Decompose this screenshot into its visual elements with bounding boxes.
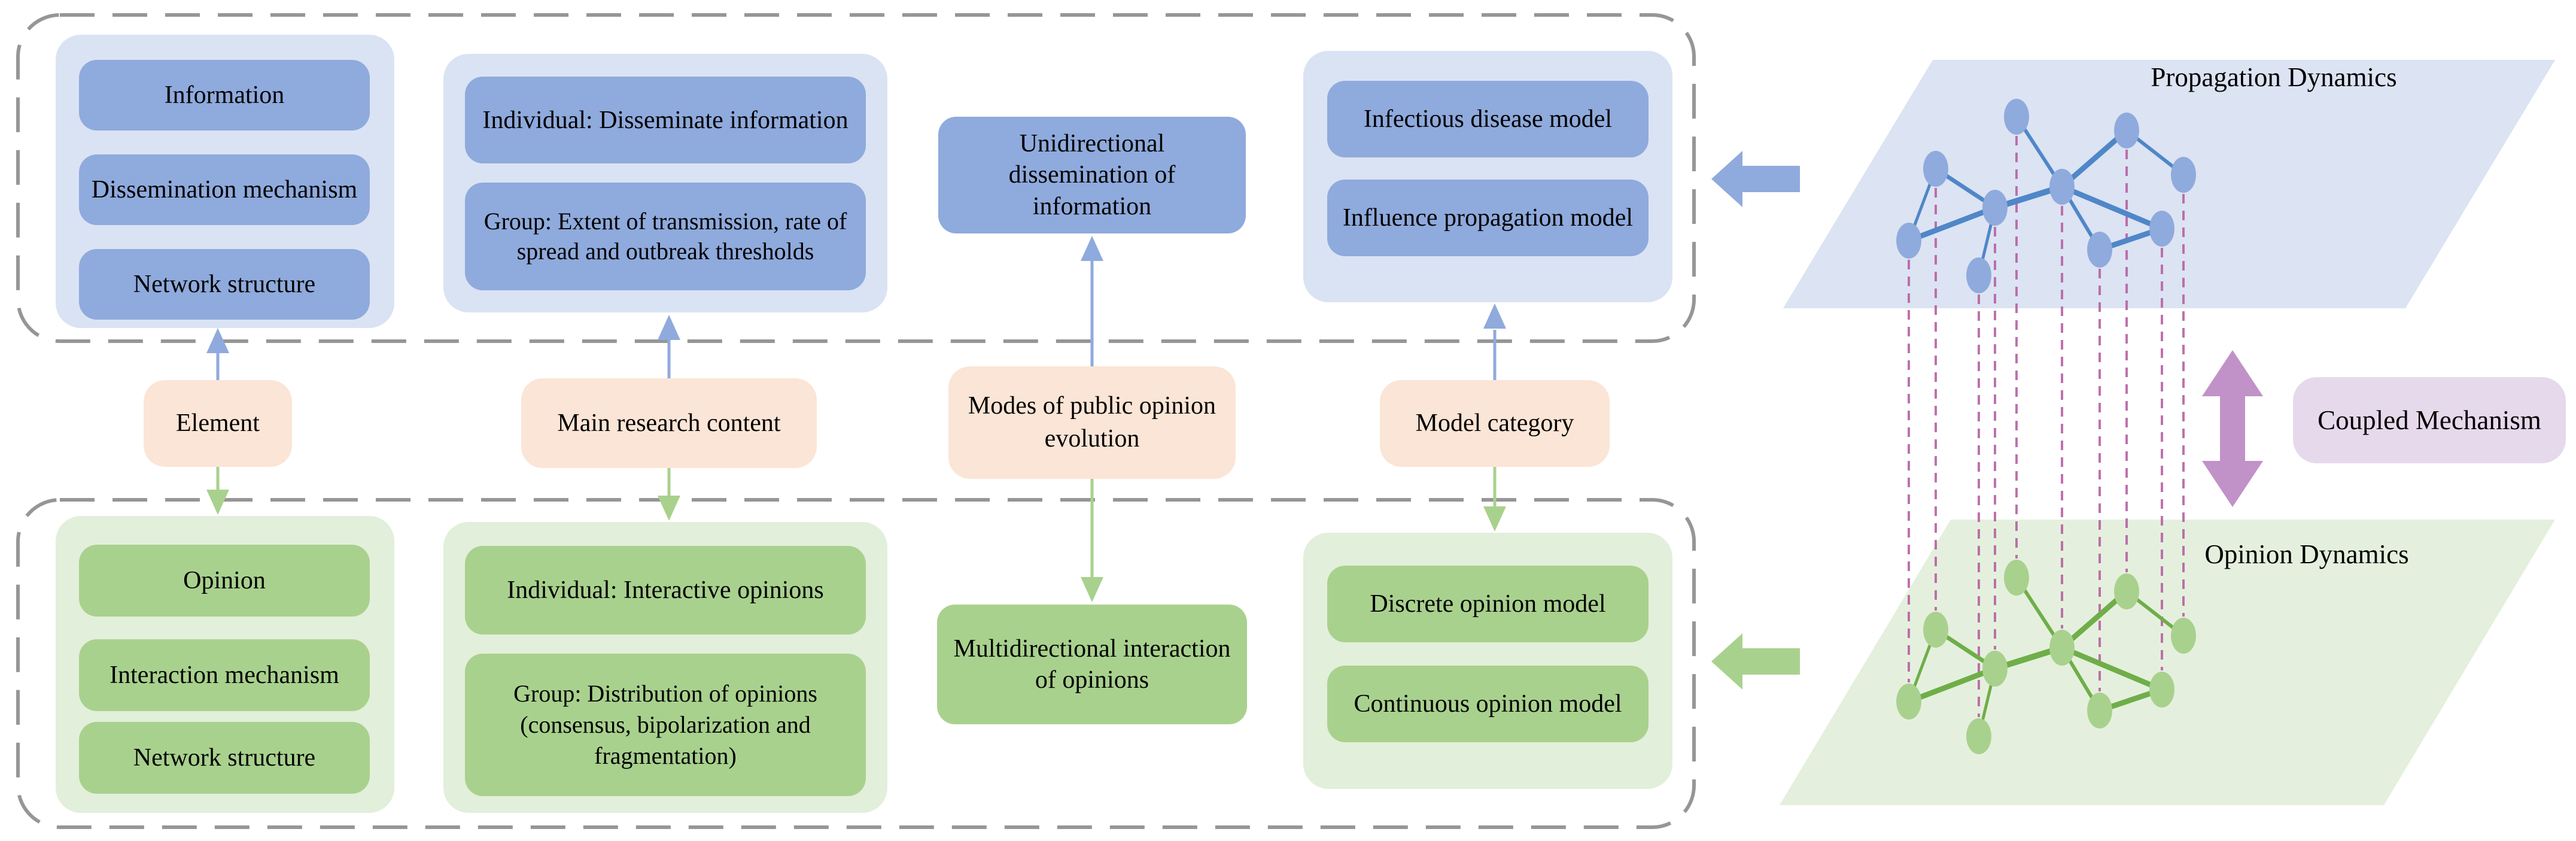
model-category-down-arrow [1483, 467, 1506, 532]
element-up-arrow [206, 328, 229, 380]
modes-down-arrow [1081, 479, 1103, 602]
modes-up-arrow [1081, 236, 1103, 366]
opinion-element-box: Network structure [79, 722, 370, 794]
opinion-plane [1780, 520, 2555, 805]
propagation-element-box: Network structure [79, 249, 370, 320]
propagation-element-box: Dissemination mechanism [79, 154, 370, 225]
propagation-element-box: Information [79, 60, 370, 130]
label-model-category: Model category [1380, 380, 1610, 467]
opinion-research-container: Individual: Interactive opinions Group: … [443, 522, 887, 813]
propagation-models-container: Infectious disease model Influence propa… [1303, 51, 1672, 302]
propagation-research-box: Individual: Disseminate information [465, 77, 866, 163]
opinion-plane-label: Opinion Dynamics [2204, 539, 2409, 569]
opinion-models-container: Discrete opinion model Continuous opinio… [1303, 533, 1672, 789]
label-modes-of-evolution: Modes of public opinion evolution [948, 366, 1236, 479]
opinion-dashed-container [16, 498, 1696, 829]
label-element: Element [144, 380, 292, 467]
opinion-network-nodes [1896, 560, 2196, 754]
opinion-research-box: Group: Distribution of opinions (consens… [465, 654, 866, 796]
coupled-mechanism-box: Coupled Mechanism [2293, 377, 2566, 463]
propagation-research-container: Individual: Disseminate information Grou… [443, 54, 887, 312]
opinion-element-box: Interaction mechanism [79, 639, 370, 711]
opinion-elements-container: Opinion Interaction mechanism Network st… [56, 516, 394, 813]
propagation-network-nodes [1896, 99, 2196, 293]
opinion-element-box: Opinion [79, 545, 370, 617]
propagation-plane [1783, 60, 2555, 308]
element-down-arrow [206, 467, 229, 515]
propagation-mode-box: Unidirectional dissemination of informat… [938, 117, 1246, 233]
propagation-model-box: Influence propagation model [1327, 180, 1649, 256]
opinion-model-box: Continuous opinion model [1327, 666, 1649, 742]
research-up-arrow [658, 315, 680, 378]
propagation-dashed-container [16, 13, 1696, 343]
opinion-model-box: Discrete opinion model [1327, 566, 1649, 642]
coupling-links [1908, 136, 2185, 717]
opinion-left-arrow [1711, 633, 1800, 690]
coupled-double-arrow-icon [2202, 350, 2263, 507]
model-category-up-arrow [1483, 303, 1506, 380]
label-main-research-content: Main research content [521, 378, 817, 468]
research-down-arrow [658, 468, 680, 521]
propagation-left-arrow [1711, 151, 1800, 207]
propagation-research-box: Group: Extent of transmission, rate of s… [465, 183, 866, 290]
opinion-research-box: Individual: Interactive opinions [465, 546, 866, 634]
propagation-plane-label: Propagation Dynamics [2151, 62, 2397, 92]
propagation-model-box: Infectious disease model [1327, 81, 1649, 157]
propagation-elements-container: Information Dissemination mechanism Netw… [56, 35, 394, 328]
opinion-mode-box: Multidirectional interaction of opinions [937, 605, 1247, 724]
